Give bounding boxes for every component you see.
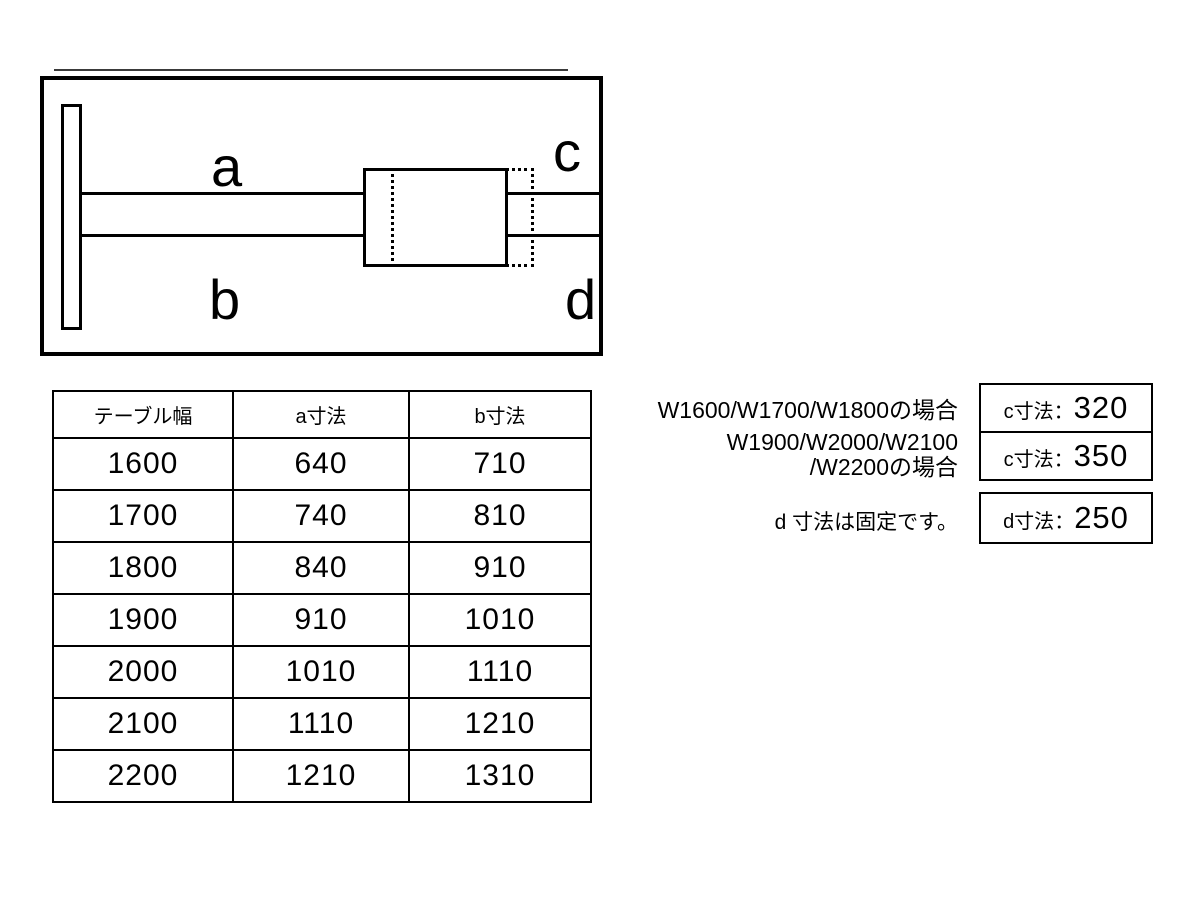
d-box-label: d寸法 xyxy=(1003,511,1055,533)
c-box-value: 350 xyxy=(1073,438,1129,473)
cell-width: 2100 xyxy=(52,697,234,751)
diagram-frame xyxy=(40,76,603,356)
cell-width: 1600 xyxy=(52,437,234,491)
annotation-case-large-line2: /W2200の場合 xyxy=(809,454,958,480)
c-dimension-box-320: c寸法：320 xyxy=(979,383,1153,433)
column-header-table-width: テーブル幅 xyxy=(52,390,234,439)
c-box-value: 320 xyxy=(1073,390,1129,425)
cell-b: 710 xyxy=(408,437,592,491)
d-box-value: 250 xyxy=(1074,500,1129,535)
cell-b: 910 xyxy=(408,541,592,595)
c-dimension-box-350: c寸法：350 xyxy=(979,431,1153,481)
table-row: 2100 1110 1210 xyxy=(52,697,592,751)
slider-block xyxy=(363,168,508,267)
c-box-separator: ： xyxy=(1053,401,1074,423)
c-box-label: c寸法 xyxy=(1003,401,1054,423)
cell-a: 910 xyxy=(232,593,410,647)
cell-width: 2200 xyxy=(52,749,234,803)
column-header-b-dimension: b寸法 xyxy=(408,390,592,439)
table-header-row: テーブル幅 a寸法 b寸法 xyxy=(52,390,592,439)
table-row: 1900 910 1010 xyxy=(52,593,592,647)
dimension-label-b: b xyxy=(209,268,241,331)
dimension-label-d: d xyxy=(565,268,597,331)
cell-b: 1210 xyxy=(408,697,592,751)
c-box-separator: ： xyxy=(1053,449,1074,471)
column-header-a-dimension: a寸法 xyxy=(232,390,410,439)
table-leg-bar xyxy=(61,104,82,330)
annotation-d-fixed-note: d 寸法は固定です。 xyxy=(774,511,958,534)
cell-a: 1110 xyxy=(232,697,410,751)
rail-bottom-line xyxy=(80,234,603,237)
table-row: 1600 640 710 xyxy=(52,437,592,491)
d-box-separator: ： xyxy=(1054,511,1075,533)
cell-width: 2000 xyxy=(52,645,234,699)
annotation-case-w1900-w2200: W1900/W2000/W2100 /W2200の場合 xyxy=(727,430,958,480)
cell-b: 1110 xyxy=(408,645,592,699)
cell-width: 1900 xyxy=(52,593,234,647)
table-row: 1700 740 810 xyxy=(52,489,592,543)
cell-b: 810 xyxy=(408,489,592,543)
table-row: 2200 1210 1310 xyxy=(52,749,592,803)
cell-b: 1010 xyxy=(408,593,592,647)
cell-a: 1210 xyxy=(232,749,410,803)
cell-width: 1800 xyxy=(52,541,234,595)
cell-width: 1700 xyxy=(52,489,234,543)
d-dimension-box-250: d寸法：250 xyxy=(979,492,1153,544)
cell-a: 1010 xyxy=(232,645,410,699)
cell-a: 740 xyxy=(232,489,410,543)
dimension-table: テーブル幅 a寸法 b寸法 1600 640 710 1700 740 810 … xyxy=(52,390,592,803)
table-row: 2000 1010 1110 xyxy=(52,645,592,699)
annotation-case-large-line1: W1900/W2000/W2100 xyxy=(726,429,958,455)
dimension-label-c: c xyxy=(553,120,581,183)
cell-a: 640 xyxy=(232,437,410,491)
cell-b: 1310 xyxy=(408,749,592,803)
dimension-label-a: a xyxy=(211,135,243,198)
slider-block-ghost-outline xyxy=(391,168,534,267)
diagram-top-scan-line xyxy=(54,69,568,71)
c-box-label: c寸法 xyxy=(1003,449,1054,471)
annotation-case-w1600-w1800: W1600/W1700/W1800の場合 xyxy=(657,397,958,423)
rail-top-line xyxy=(80,192,603,195)
cell-a: 840 xyxy=(232,541,410,595)
table-row: 1800 840 910 xyxy=(52,541,592,595)
